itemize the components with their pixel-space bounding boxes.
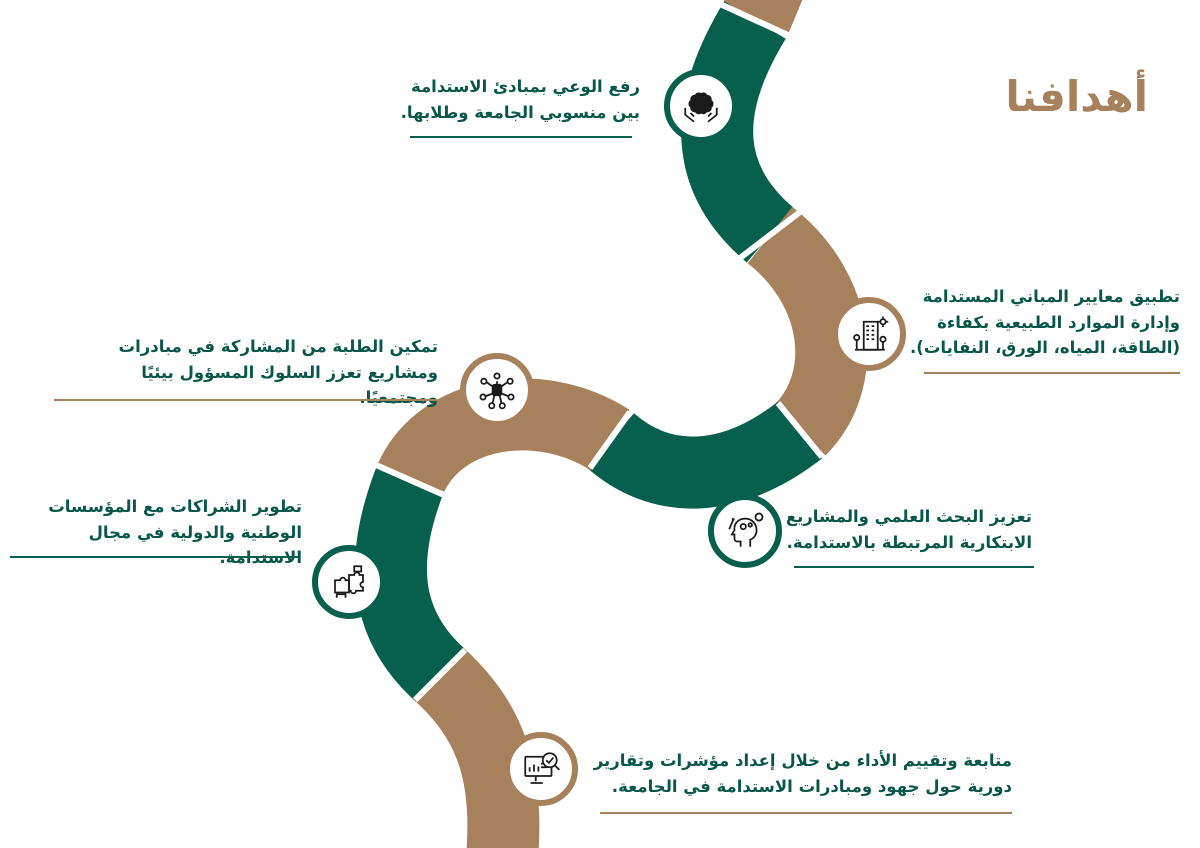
goal-4-underline — [54, 399, 437, 401]
goal-2-icon-badge — [832, 297, 906, 371]
goal-5-icon-badge — [312, 545, 386, 619]
goal-5: تطوير الشراكات مع المؤسسات الوطنية والدو… — [12, 494, 302, 571]
head-ideas-icon — [728, 512, 764, 547]
puzzle-hands-icon — [334, 565, 364, 598]
goal-5-underline — [10, 556, 300, 558]
road-segment-3 — [585, 401, 823, 509]
goal-6-text: متابعة وتقييم الأداء من خلال إعداد مؤشرا… — [593, 751, 1012, 796]
goal-6: متابعة وتقييم الأداء من خلال إعداد مؤشرا… — [572, 748, 1012, 799]
goal-1-icon-badge — [664, 69, 738, 143]
goal-4-text: تمكين الطلبة من المشاركة في مبادرات ومشا… — [118, 337, 438, 408]
goal-6-underline — [600, 812, 1012, 814]
road-segment-2 — [746, 206, 868, 456]
goal-3-underline — [794, 566, 1034, 568]
goal-3-icon-badge — [708, 494, 782, 568]
goal-2: تطبيق معايير المباني المستدامة وإدارة ال… — [890, 284, 1180, 361]
road-segment-6 — [415, 648, 540, 848]
goal-1: رفع الوعي بمبادئ الاستدامة بين منسوبي ال… — [380, 74, 640, 125]
goal-3: تعزيز البحث العلمي والمشاريع الابتكارية … — [772, 504, 1032, 555]
goal-4: تمكين الطلبة من المشاركة في مبادرات ومشا… — [78, 334, 438, 411]
goal-1-text: رفع الوعي بمبادئ الاستدامة بين منسوبي ال… — [400, 77, 640, 122]
road-segment-1 — [681, 1, 795, 263]
road-dividers — [374, 1, 825, 703]
fist-network-icon — [479, 372, 515, 410]
goal-2-text: تطبيق معايير المباني المستدامة وإدارة ال… — [910, 287, 1180, 358]
road-segment-top — [721, 0, 803, 34]
road-segment-5 — [354, 466, 465, 702]
brain-hands-icon — [684, 92, 718, 123]
page-title: أهدافنا — [1005, 72, 1148, 121]
goal-2-underline — [924, 372, 1180, 374]
green-building-icon — [853, 316, 889, 351]
goal-3-text: تعزيز البحث العلمي والمشاريع الابتكارية … — [785, 507, 1032, 552]
goal-5-text: تطوير الشراكات مع المؤسسات الوطنية والدو… — [48, 497, 302, 567]
goal-4-icon-badge — [460, 353, 534, 427]
goal-6-icon-badge — [504, 732, 578, 806]
goal-1-underline — [410, 136, 632, 138]
monitor-analytics-icon — [524, 752, 560, 784]
